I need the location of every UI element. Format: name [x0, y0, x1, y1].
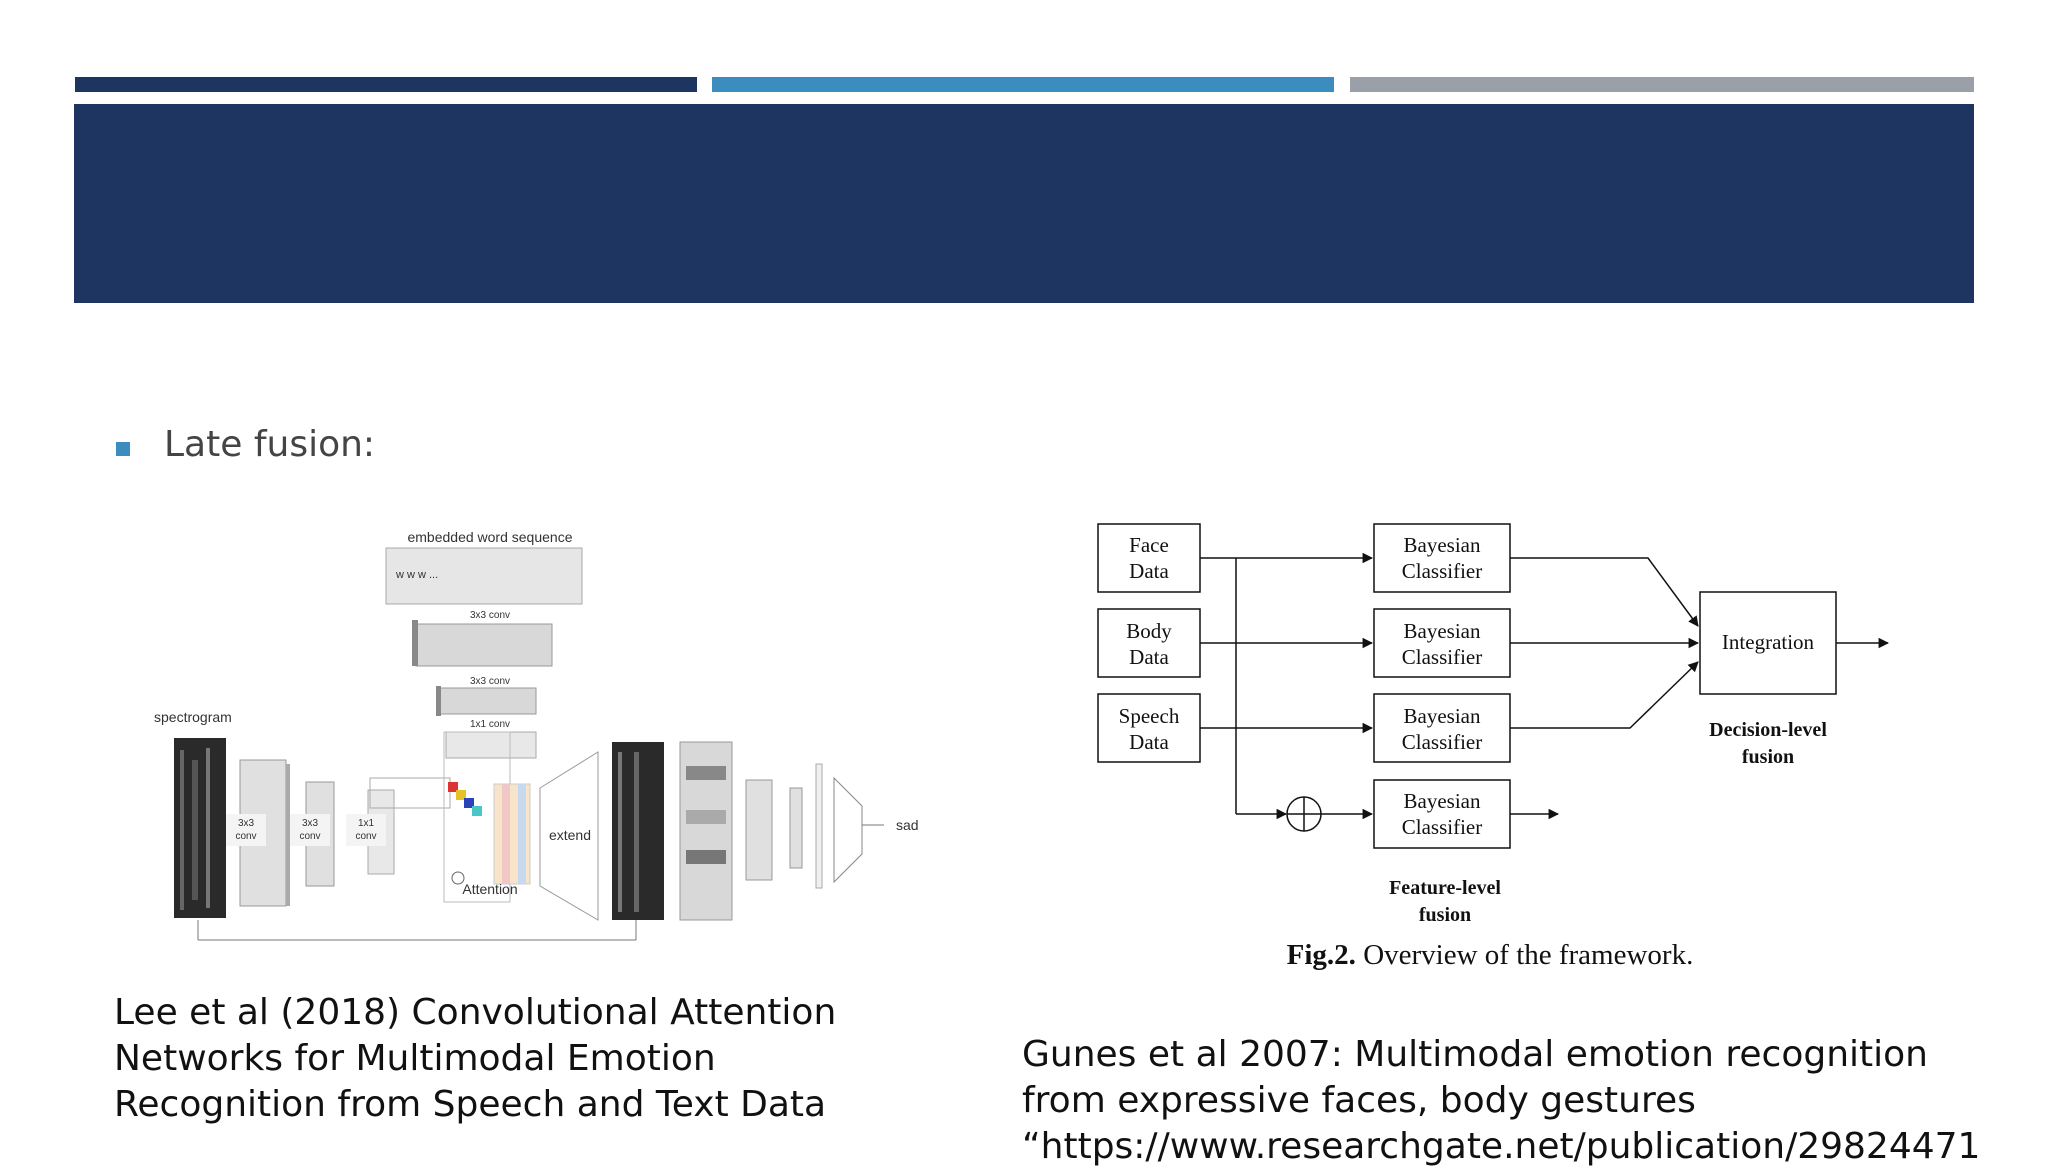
conv-top-block-2 [439, 687, 537, 715]
output-trapezoid [833, 776, 863, 884]
lee-citation: Lee et al (2018) Convolutional Attention… [114, 992, 837, 1125]
svg-text:fusion: fusion [1419, 904, 1471, 926]
svg-text:Face: Face [1129, 533, 1169, 557]
svg-text:Speech: Speech [1119, 704, 1180, 728]
conv-top-2-label: 3x3 conv [470, 676, 510, 687]
word-tokens: w w w ... [395, 569, 438, 581]
svg-text:conv: conv [299, 831, 320, 842]
svg-text:3x3: 3x3 [238, 818, 255, 829]
speech-data-box [1097, 693, 1201, 763]
svg-text:1x1: 1x1 [358, 818, 375, 829]
svg-text:Data: Data [1129, 559, 1169, 583]
output-block-1 [745, 779, 773, 881]
extend-label: extend [549, 827, 591, 843]
body-data-box [1097, 608, 1201, 678]
svg-text:conv: conv [355, 831, 376, 842]
lee-architecture-figure: embedded word sequence w w w ... 3x3 con… [154, 529, 919, 941]
svg-text:Data: Data [1129, 645, 1169, 669]
svg-text:Integration: Integration [1722, 630, 1815, 654]
accent-bar-navy [75, 77, 697, 92]
figure-caption: Fig.2. Overview of the framework. [1287, 939, 1694, 971]
extend-trapezoid [539, 751, 599, 921]
gunes-citation: Gunes et al 2007: Multimodal emotion rec… [1022, 1034, 1981, 1167]
output-block-2 [789, 787, 803, 869]
classifier-box-3 [1373, 693, 1511, 763]
word-sequence-box [385, 547, 583, 605]
conv-top-block-1 [415, 623, 553, 667]
svg-text:Bayesian: Bayesian [1404, 619, 1481, 643]
svg-text:Bayesian: Bayesian [1404, 789, 1481, 813]
svg-text:Bayesian: Bayesian [1404, 533, 1481, 557]
spectrogram-label: spectrogram [154, 709, 232, 725]
conv-top-1-label: 3x3 conv [470, 610, 510, 621]
svg-text:Body: Body [1126, 619, 1172, 643]
svg-text:Data: Data [1129, 730, 1169, 754]
grid-input [369, 777, 451, 809]
svg-text:Classifier: Classifier [1402, 815, 1482, 839]
feature-level-label: Feature-level [1389, 877, 1501, 899]
conv-top-3-label: 1x1 conv [470, 719, 510, 730]
conv-top-block-3 [445, 731, 537, 759]
gunes-framework-figure: Face Data Body Data Speech Data Bayesian… [1097, 523, 1890, 971]
classifier-box-4 [1373, 779, 1511, 849]
bullet-square-icon [116, 442, 130, 456]
svg-text:3x3: 3x3 [302, 818, 319, 829]
svg-text:Bayesian: Bayesian [1404, 704, 1481, 728]
decision-level-label: Decision-level [1709, 719, 1827, 741]
svg-text:Classifier: Classifier [1402, 559, 1482, 583]
classifier-box-1 [1373, 523, 1511, 593]
accent-bar-gray [1350, 77, 1974, 92]
integration-box [1699, 591, 1837, 695]
output-block-3 [815, 763, 823, 889]
svg-text:Classifier: Classifier [1402, 645, 1482, 669]
attention-label: Attention [462, 881, 517, 897]
classifier-box-2 [1373, 608, 1511, 678]
svg-text:fusion: fusion [1742, 746, 1794, 768]
embedded-word-label: embedded word sequence [407, 529, 572, 545]
accent-bar-blue [712, 77, 1334, 92]
face-data-box [1097, 523, 1201, 593]
svg-text:conv: conv [235, 831, 256, 842]
title-band [74, 104, 1974, 303]
output-label: sad [896, 817, 919, 833]
bullet-text: Late fusion: [164, 424, 376, 465]
svg-text:Classifier: Classifier [1402, 730, 1482, 754]
